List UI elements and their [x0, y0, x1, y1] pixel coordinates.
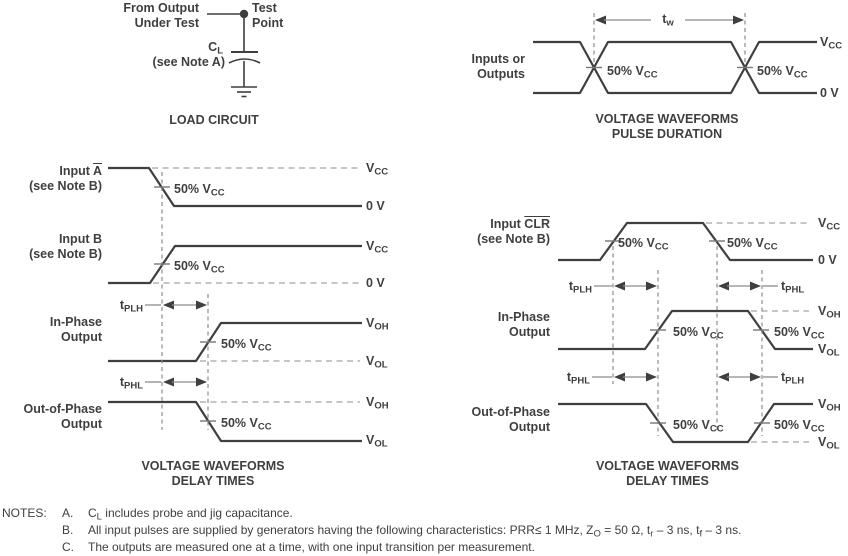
delay-left-art: [108, 166, 362, 443]
tphl-arrow-clr-row: [718, 281, 778, 291]
fifty-pct-vcc-label: 50% VCC: [757, 64, 808, 81]
in-phase-output-label: In-Phase Output: [497, 310, 550, 339]
tplh-label: tPLH: [781, 370, 805, 387]
fifty-pct-vcc-label: 50% VCC: [221, 337, 272, 354]
input-b-label: Input B (see Note B): [29, 232, 102, 261]
vol-rail-label: VOL: [818, 342, 840, 359]
tplh-label: tPLH: [119, 298, 143, 315]
delay-right-art: [558, 221, 813, 444]
tphl-arrow-left-panel: [145, 377, 207, 387]
fifty-pct-vcc-label: 50% VCC: [618, 236, 669, 253]
tw-arrow: [595, 15, 744, 25]
in-phase-output-label: In-Phase Output: [49, 315, 102, 344]
tplh-arrow-clr-row: [594, 281, 657, 291]
fifty-pct-vcc-label: 50% VCC: [727, 236, 778, 253]
vcc-rail-label: VCC: [366, 239, 389, 256]
vcc-rail-label: VCC: [818, 216, 841, 233]
vcc-rail-label: VCC: [820, 35, 843, 52]
inputs-or-outputs-label: Inputs or Outputs: [471, 52, 525, 81]
cl-label: CL: [208, 40, 223, 57]
fifty-pct-vcc-label: 50% VCC: [174, 182, 225, 199]
tphl-arrow-mid-row: [592, 372, 657, 382]
fifty-pct-vcc-label: 50% VCC: [607, 64, 658, 81]
out-of-phase-output-label: Out-of-Phase Output: [471, 405, 550, 434]
vol-rail-label: VOL: [366, 354, 388, 371]
capacitor-icon: [228, 51, 261, 64]
note-b-row: B. All input pulses are supplied by gener…: [62, 523, 742, 540]
note-a-letter: A.: [62, 506, 74, 520]
voh-rail-label: VOH: [366, 316, 389, 333]
zero-v-rail-label: 0 V: [366, 199, 385, 213]
note-c-row: C. The outputs are measured one at a time…: [62, 540, 535, 554]
ground-icon: [231, 86, 257, 98]
tphl-label: tPHL: [566, 370, 590, 387]
vol-rail-label: VOL: [818, 435, 840, 452]
load-circuit-art: [207, 9, 261, 98]
tplh-label: tPLH: [568, 279, 592, 296]
note-c-letter: C.: [62, 540, 74, 554]
tplh-arrow-mid-row: [718, 372, 778, 382]
note-a-text: CL includes probe and jig capacitance.: [88, 506, 293, 523]
pulse-duration-title: VOLTAGE WAVEFORMS PULSE DURATION: [595, 112, 739, 141]
input-clr-label: Input CLR (see Note B): [477, 217, 550, 246]
zero-v-rail-label: 0 V: [366, 276, 385, 290]
tplh-arrow-left-panel: [145, 300, 207, 310]
vcc-rail-label: VCC: [366, 161, 389, 178]
from-output-label: From Output Under Test: [123, 1, 199, 30]
fifty-pct-vcc-label: 50% VCC: [174, 259, 225, 276]
notes-heading: NOTES:: [2, 506, 47, 520]
voh-rail-label: VOH: [818, 304, 841, 321]
voh-rail-label: VOH: [366, 395, 389, 412]
tw-label: tw: [662, 12, 674, 29]
zero-v-rail-label: 0 V: [820, 86, 839, 100]
fifty-pct-vcc-label: 50% VCC: [673, 325, 724, 342]
tphl-label: tPHL: [119, 375, 143, 392]
delay-times-right-title: VOLTAGE WAVEFORMS DELAY TIMES: [595, 459, 740, 488]
fifty-pct-vcc-label: 50% VCC: [774, 325, 825, 342]
note-b-letter: B.: [62, 523, 74, 537]
tphl-label: tPHL: [781, 279, 805, 296]
vol-rail-label: VOL: [366, 433, 388, 450]
fifty-pct-vcc-label: 50% VCC: [774, 418, 825, 435]
note-b-text: All input pulses are supplied by generat…: [88, 523, 742, 540]
out-of-phase-output-label: Out-of-Phase Output: [23, 402, 102, 431]
test-point-label: Test Point: [252, 1, 284, 30]
delay-times-left-title: VOLTAGE WAVEFORMS DELAY TIMES: [141, 459, 285, 488]
cl-note-label: (see Note A): [152, 55, 225, 69]
note-a-row: A. CL includes probe and jig capacitance.: [62, 506, 293, 523]
load-circuit-title: LOAD CIRCUIT: [169, 113, 259, 127]
input-a-label: Input A (see Note B): [29, 164, 102, 193]
fifty-pct-vcc-label: 50% VCC: [673, 418, 724, 435]
note-c-text: The outputs are measured one at a time, …: [88, 540, 535, 554]
voh-rail-label: VOH: [818, 397, 841, 414]
pulse-duration-art: [533, 13, 817, 95]
zero-v-rail-label: 0 V: [818, 253, 837, 267]
fifty-pct-vcc-label: 50% VCC: [221, 416, 272, 433]
